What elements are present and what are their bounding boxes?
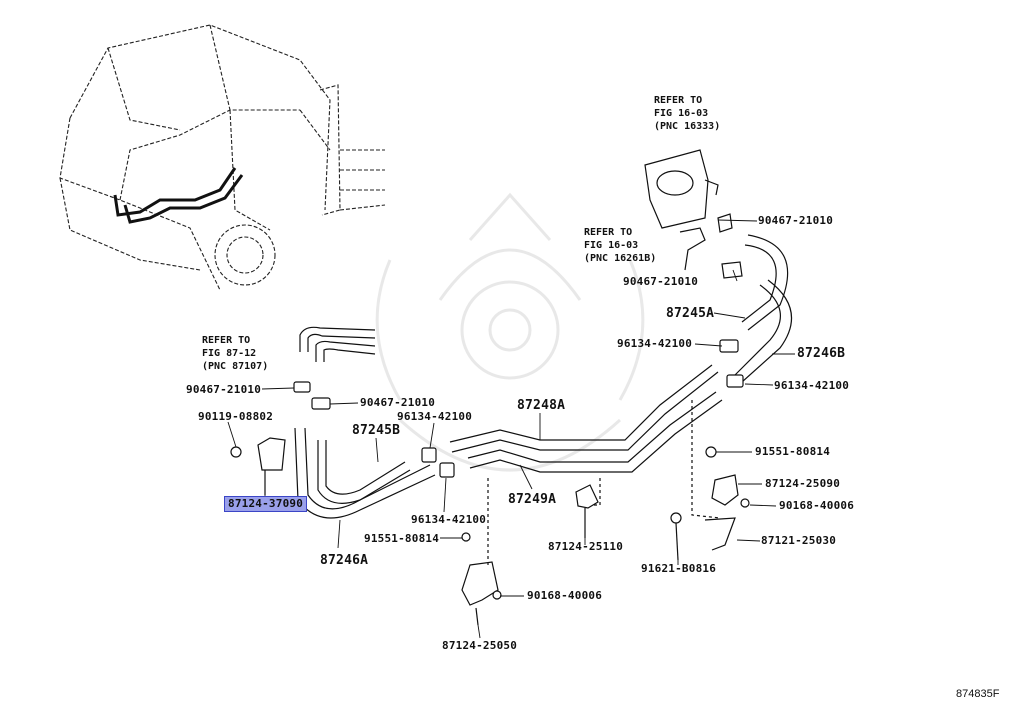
bracket-87124-25110: [575, 478, 601, 538]
hose-87245A: [741, 234, 789, 331]
part-label-96134-42100-a[interactable]: 96134-42100: [617, 337, 693, 350]
part-label-87245A[interactable]: 87245A: [666, 306, 715, 321]
pipe-87249A: [467, 391, 723, 473]
bracket-87124-37090: [257, 437, 286, 495]
pipe-87248A: [449, 364, 719, 453]
part-label-91551-80814-b[interactable]: 91551-80814: [755, 445, 831, 458]
ref-line: REFER TO: [584, 227, 633, 238]
ref-line: (PNC 87107): [202, 361, 269, 372]
part-label-87124-25110[interactable]: 87124-25110: [548, 540, 624, 553]
ref-line: FIG 16-03: [584, 240, 639, 251]
truck-outline: [59, 24, 386, 291]
part-label-91621-b0816[interactable]: 91621-B0816: [641, 562, 717, 575]
ref-line: (PNC 16333): [654, 121, 721, 132]
part-label-87124-25090[interactable]: 87124-25090: [765, 477, 841, 490]
part-label-87121-25030[interactable]: 87121-25030: [761, 534, 837, 547]
part-label-90119-08802[interactable]: 90119-08802: [198, 410, 274, 423]
part-label-87248A[interactable]: 87248A: [517, 398, 566, 413]
figure-id: 874835F: [956, 688, 1000, 700]
part-label-96134-42100-c[interactable]: 96134-42100: [397, 410, 473, 423]
part-label-87246A[interactable]: 87246A: [320, 553, 369, 568]
part-label-90168-40006-b[interactable]: 90168-40006: [779, 499, 855, 512]
part-label-87124-37090-highlighted[interactable]: 87124-37090: [224, 496, 308, 512]
heater-valve-assembly: [644, 149, 743, 279]
bolt-90119: [230, 446, 242, 458]
hose-87245B: [317, 440, 411, 504]
part-label-90467-21010-b[interactable]: 90467-21010: [623, 275, 699, 288]
leader-lines: [227, 219, 795, 639]
part-label-87246B[interactable]: 87246B: [797, 346, 846, 361]
hose-87246A: [294, 427, 436, 519]
ref-line: (PNC 16261B): [584, 253, 657, 264]
refer-to-fig-16-03-pnc-16261b[interactable]: REFER TO FIG 16-03 (PNC 16261B): [584, 226, 656, 265]
watermark-logo: [375, 192, 645, 472]
hose-clamps: [293, 339, 744, 478]
ref-line: FIG 16-03: [654, 108, 709, 119]
part-label-87124-25050[interactable]: 87124-25050: [442, 639, 518, 652]
part-label-90467-21010-a[interactable]: 90467-21010: [758, 214, 834, 227]
hose-to-fig-87-12: [299, 326, 376, 362]
refer-to-fig-87-12-pnc-87107[interactable]: REFER TO FIG 87-12 (PNC 87107): [202, 334, 268, 373]
ref-line: REFER TO: [202, 335, 251, 346]
part-label-90467-21010-c[interactable]: 90467-21010: [186, 383, 262, 396]
part-label-87245B[interactable]: 87245B: [352, 423, 401, 438]
hose-87246B: [734, 279, 793, 383]
truck-hose-location: [113, 167, 244, 224]
refer-to-fig-16-03-pnc-16333[interactable]: REFER TO FIG 16-03 (PNC 16333): [654, 94, 720, 133]
part-label-87249A[interactable]: 87249A: [508, 492, 557, 507]
ref-line: FIG 87-12: [202, 348, 257, 359]
part-label-90168-40006-a[interactable]: 90168-40006: [527, 589, 603, 602]
bracket-87124-25050: [461, 478, 502, 626]
part-label-96134-42100-b[interactable]: 96134-42100: [774, 379, 850, 392]
part-label-96134-42100-d[interactable]: 96134-42100: [411, 513, 487, 526]
part-label-91551-80814-a[interactable]: 91551-80814: [364, 532, 440, 545]
bracket-group-right: [670, 400, 750, 561]
ref-line: REFER TO: [654, 95, 703, 106]
part-label-90467-21010-d[interactable]: 90467-21010: [360, 396, 436, 409]
